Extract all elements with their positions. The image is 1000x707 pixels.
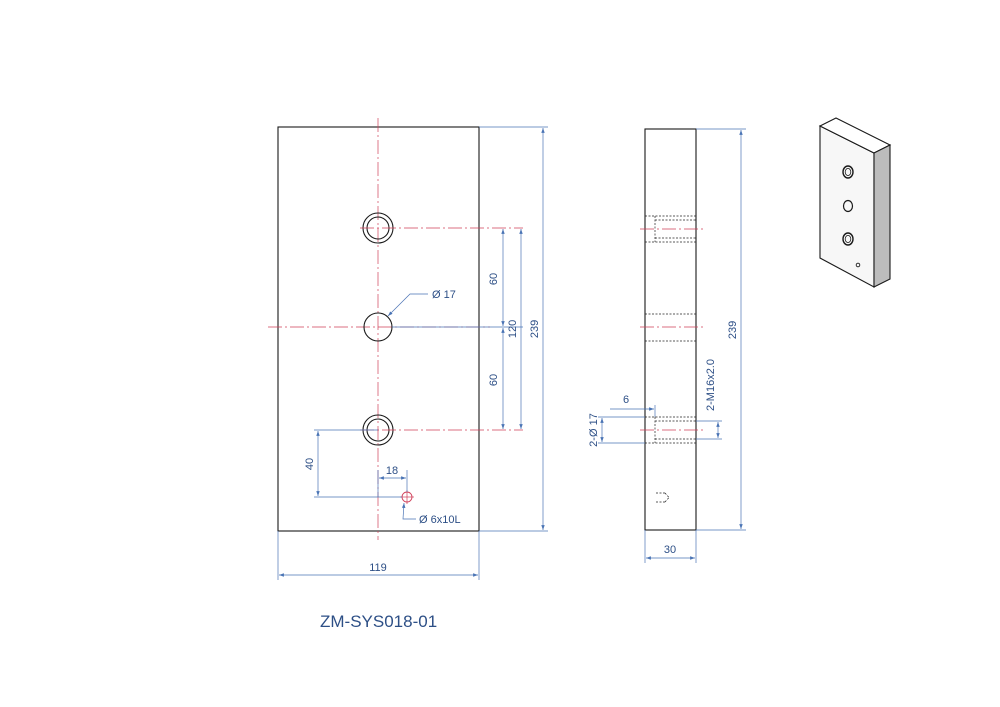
side-lower-hole-section — [640, 416, 703, 444]
dim-label-6: 6 — [623, 394, 629, 406]
dim-label-60-upper: 60 — [488, 273, 500, 285]
bottom-counterbore-hole — [360, 414, 523, 446]
dim-label-120: 120 — [507, 320, 519, 338]
side-view: 239 30 6 2-Ø 17 2-M16x2.0 — [588, 128, 746, 563]
callout-center-hole: Ø 17 — [432, 289, 456, 301]
dim-label-239-side: 239 — [727, 321, 739, 339]
callout-counterbore: 2-Ø 17 — [588, 413, 600, 447]
front-view: 60 60 120 239 119 40 18 Ø 17 Ø 6x10L — [268, 118, 548, 580]
callout-pin-hole: Ø 6x10L — [419, 514, 461, 526]
top-counterbore-hole — [360, 212, 523, 244]
dim-label-119: 119 — [369, 562, 387, 574]
dim-label-40: 40 — [304, 458, 316, 470]
iso-front-face — [819, 125, 875, 288]
leader-center-hole — [387, 293, 428, 317]
iso-holes — [842, 165, 861, 268]
dim-label-60-lower: 60 — [488, 374, 500, 386]
side-view-outline — [644, 128, 697, 531]
pin-hole — [400, 490, 414, 504]
dim-label-30: 30 — [664, 544, 676, 556]
side-center-hole-section — [640, 313, 703, 342]
leader-pin-hole — [401, 502, 416, 520]
callout-thread: 2-M16x2.0 — [705, 359, 717, 411]
dim-label-18: 18 — [386, 465, 398, 477]
isometric-view — [818, 117, 892, 288]
side-pin-hole — [656, 492, 670, 503]
front-view-outline — [277, 126, 480, 532]
part-number: ZM-SYS018-01 — [320, 612, 437, 631]
iso-side-face — [873, 144, 891, 288]
side-upper-hole-section — [640, 215, 703, 243]
dim-label-239-front: 239 — [529, 320, 541, 338]
